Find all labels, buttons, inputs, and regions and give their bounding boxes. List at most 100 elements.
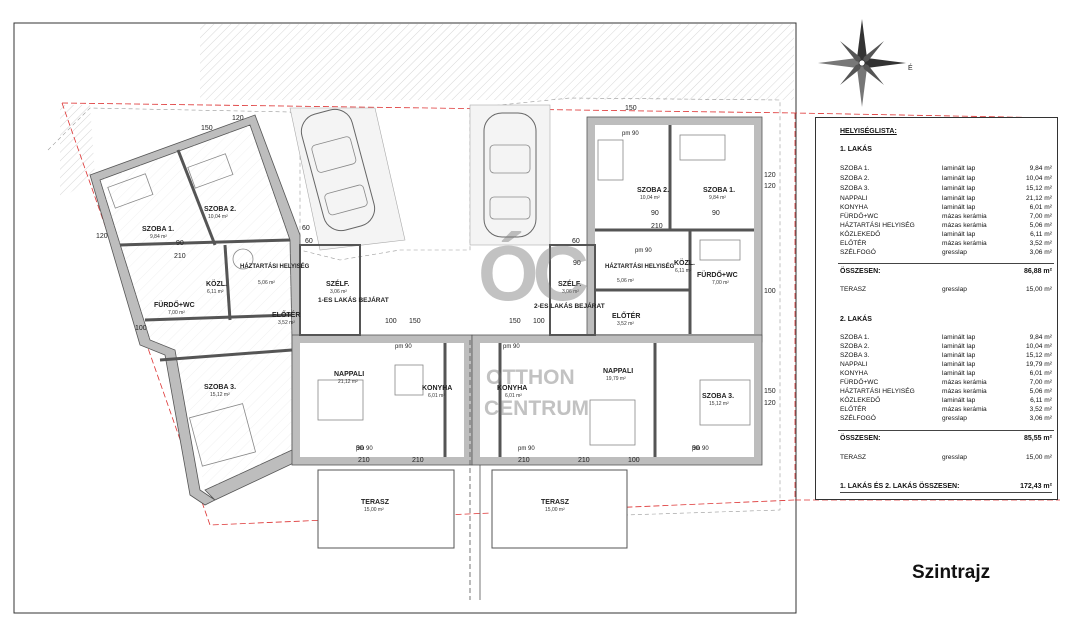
dim-label: 150 <box>509 318 521 325</box>
room-area: 5,06 m² <box>258 280 275 286</box>
room-label: HÁZTARTÁSI HELYISÉG <box>240 262 310 270</box>
pm-label: pm 90 <box>395 344 412 350</box>
room-area: 21,12 m² <box>338 379 358 385</box>
dim-label: 210 <box>518 457 530 464</box>
room-label: ELŐTÉR <box>612 311 640 320</box>
room-area: 5,06 m² <box>617 278 634 284</box>
unit-2 <box>471 116 763 549</box>
room-area: 3,52 m² <box>617 321 634 327</box>
dim-label: 120 <box>232 115 244 122</box>
room-list-table: HELYISÉGLISTA: 1. LAKÁS SZOBA 1.laminált… <box>815 117 1058 500</box>
divider <box>838 430 1054 431</box>
unit1-terrace <box>317 469 455 549</box>
dim-label: 90 <box>176 240 184 247</box>
pm-label: pm 90 <box>692 446 709 452</box>
car-icon <box>483 112 537 238</box>
dim-label: 100 <box>135 325 147 332</box>
room-area: 7,00 m² <box>712 280 729 286</box>
entry-label: 2-ES LAKÁS BEJÁRAT <box>534 301 605 310</box>
parking-right <box>469 104 551 246</box>
room-label: FÜRDŐ+WC <box>154 300 195 309</box>
dim-label: 120 <box>764 400 776 407</box>
room-label: KÖZL. <box>674 258 695 267</box>
room-label: ELŐTÉR <box>272 310 300 319</box>
unit1-floor <box>100 125 292 490</box>
site-hatch-left <box>60 105 95 200</box>
room-label: SZOBA 2. <box>637 187 669 194</box>
dim-label: 100 <box>628 457 640 464</box>
dim-label: 100 <box>764 288 776 295</box>
dim-label: 150 <box>201 125 213 132</box>
room-label: KONYHA <box>497 385 527 392</box>
plot-boundary <box>61 102 1061 119</box>
room-area: 15,00 m² <box>545 507 565 513</box>
drawing-frame <box>13 22 797 614</box>
room-area: 15,12 m² <box>709 401 729 407</box>
dim-label: 60 <box>572 238 580 245</box>
watermark-logo: ÓC <box>478 229 589 317</box>
dim-label: 90 <box>712 210 720 217</box>
dim-label: 150 <box>625 105 637 112</box>
pm-label: pm 90 <box>518 446 535 452</box>
compass-note: É <box>908 63 913 72</box>
watermark-line2: CENTRUM <box>484 397 589 420</box>
dim-label: 210 <box>174 253 186 260</box>
dim-label: 210 <box>578 457 590 464</box>
dim-label: 210 <box>651 223 663 230</box>
dim-label: 60 <box>302 225 310 232</box>
dim-label: 120 <box>764 183 776 190</box>
dim-label: 90 <box>651 210 659 217</box>
dim-label: 150 <box>764 388 776 395</box>
pm-label: pm 90 <box>622 131 639 137</box>
room-area: 9,84 m² <box>709 195 726 201</box>
plot-boundary-right <box>794 113 1060 501</box>
room-area: 3,06 m² <box>330 289 347 295</box>
room-area: 15,00 m² <box>364 507 384 513</box>
page-caption: Szintrajz <box>912 562 991 583</box>
parking-left <box>289 107 406 251</box>
room-label: FÜRDŐ+WC <box>697 270 738 279</box>
room-label: SZOBA 2. <box>204 206 236 213</box>
unit-1 <box>89 114 473 549</box>
entry-label: 1-ES LAKÁS BEJÁRAT <box>318 295 389 304</box>
compass-rose-icon <box>818 19 906 107</box>
room-area: 3,06 m² <box>562 289 579 295</box>
room-area: 6,11 m² <box>675 268 692 274</box>
divider <box>838 263 1054 264</box>
room-label: SZOBA 1. <box>142 226 174 233</box>
dim-label: 210 <box>358 457 370 464</box>
dim-label: 60 <box>305 238 313 245</box>
unit2-heading: 2. LAKÁS <box>840 316 872 323</box>
room-label: KÖZL. <box>206 279 227 288</box>
dim-label: 120 <box>96 233 108 240</box>
dim-label: 90 <box>573 260 581 267</box>
room-area: 10,04 m² <box>208 214 228 220</box>
room-label: NAPPALI <box>334 371 364 378</box>
dim-label: 90 <box>356 445 364 452</box>
terrain-boundary <box>47 97 781 516</box>
unit1-living-floor <box>300 343 464 457</box>
grand-total: 1. LAKÁS ÉS 2. LAKÁS ÖSSZESEN:172,43 m² <box>840 483 1052 493</box>
room-area: 15,12 m² <box>210 392 230 398</box>
dim-label: 90 <box>692 445 700 452</box>
room-label: SZOBA 3. <box>204 384 236 391</box>
unit2-total: ÖSSZESEN:85,55 m² <box>840 435 1052 442</box>
room-area: 19,79 m² <box>606 376 626 382</box>
dim-label: 100 <box>533 318 545 325</box>
car-icon <box>300 108 376 232</box>
unit1-porch <box>299 244 361 336</box>
